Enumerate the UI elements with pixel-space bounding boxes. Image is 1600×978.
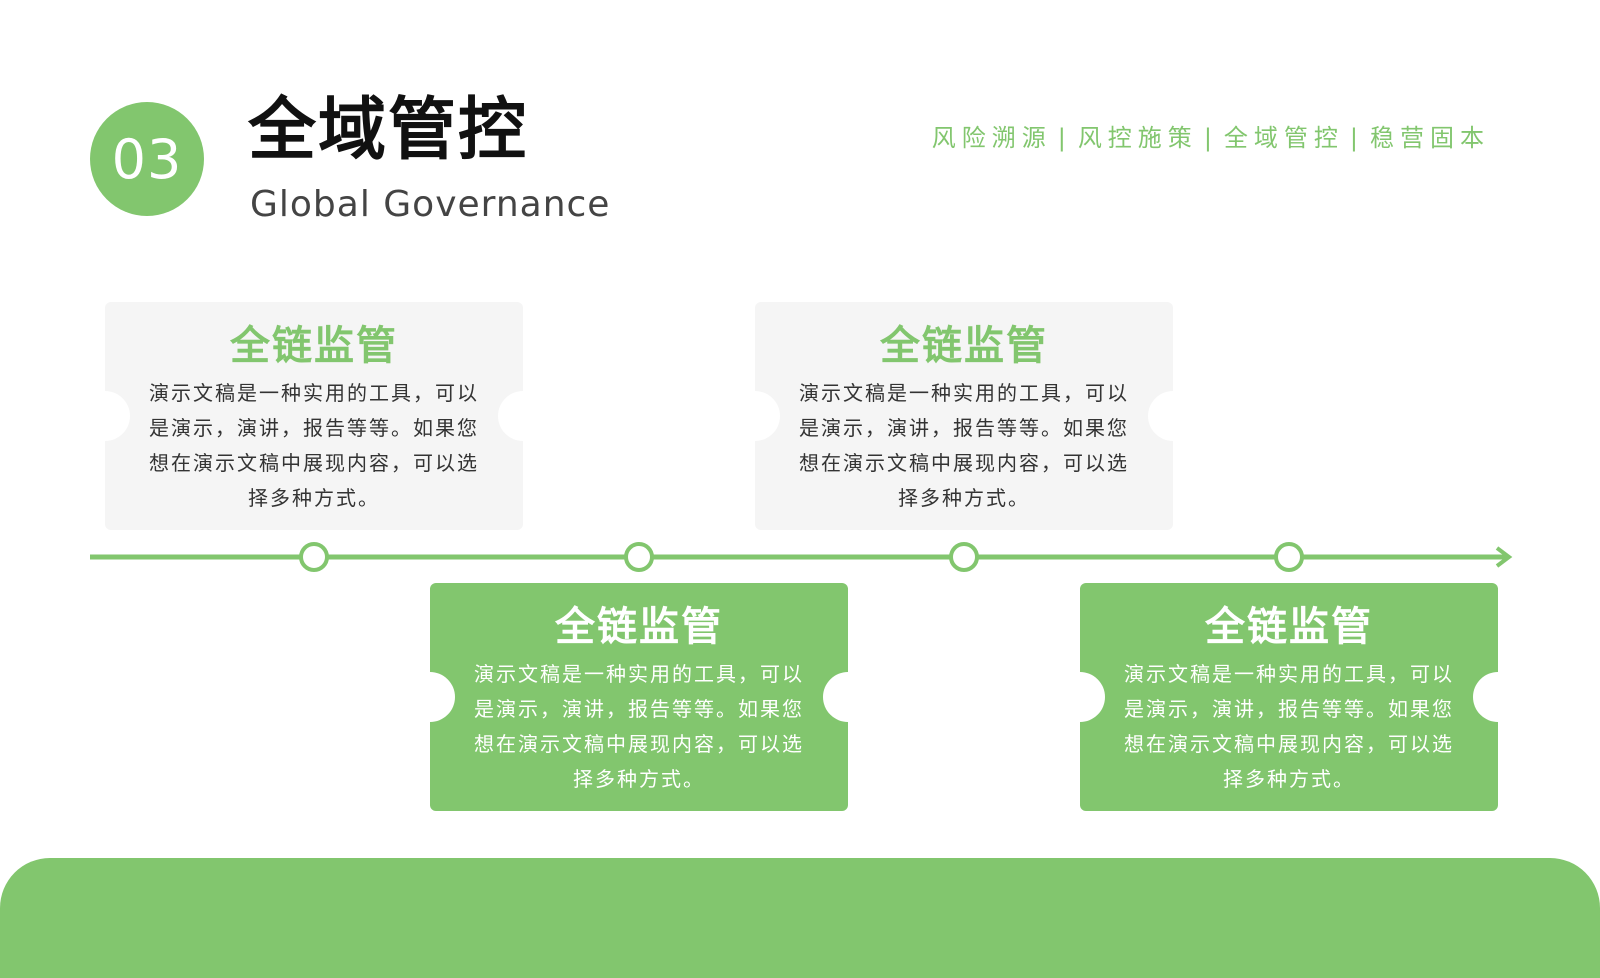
timeline-card-1: 全链监管 演示文稿是一种实用的工具，可以是演示，演讲，报告等等。如果您想在演示文… [80, 302, 548, 530]
tag-item: 风险溯源 [931, 124, 1052, 152]
card-body: 演示文稿是一种实用的工具，可以是演示，演讲，报告等等。如果您想在演示文稿中展现内… [1124, 662, 1454, 791]
tag-separator: | [1349, 124, 1364, 152]
card-body: 演示文稿是一种实用的工具，可以是演示，演讲，报告等等。如果您想在演示文稿中展现内… [799, 381, 1129, 510]
page-title: 全域管控 [248, 91, 529, 170]
card-body: 演示文稿是一种实用的工具，可以是演示，演讲，报告等等。如果您想在演示文稿中展现内… [474, 662, 804, 791]
tag-item: 全域管控 [1223, 124, 1344, 152]
card-notch [1055, 672, 1105, 722]
footer-band [0, 858, 1600, 978]
card-notch [1148, 391, 1198, 441]
tag-separator: | [1203, 124, 1218, 152]
card-body: 演示文稿是一种实用的工具，可以是演示，演讲，报告等等。如果您想在演示文稿中展现内… [149, 381, 479, 510]
timeline-card-3: 全链监管 演示文稿是一种实用的工具，可以是演示，演讲，报告等等。如果您想在演示文… [730, 302, 1198, 530]
card-title: 全链监管 [880, 323, 1048, 369]
page-subtitle: Global Governance [250, 184, 611, 225]
tag-separator: | [1057, 124, 1072, 152]
timeline-card-4: 全链监管 演示文稿是一种实用的工具，可以是演示，演讲，报告等等。如果您想在演示文… [1055, 583, 1523, 811]
card-notch [80, 391, 130, 441]
tag-item: 稳营固本 [1370, 124, 1490, 152]
card-notch [405, 672, 455, 722]
card-notch [498, 391, 548, 441]
card-notch [730, 391, 780, 441]
timeline-arrow-icon [1495, 546, 1513, 568]
card-title: 全链监管 [230, 323, 398, 369]
timeline-node [1274, 542, 1304, 572]
section-number: 03 [111, 127, 183, 191]
tagline: 风险溯源|风控施策|全域管控|稳营固本 [932, 118, 1490, 153]
card-notch [823, 672, 873, 722]
card-notch [1473, 672, 1523, 722]
card-title: 全链监管 [555, 604, 723, 650]
timeline-card-2: 全链监管 演示文稿是一种实用的工具，可以是演示，演讲，报告等等。如果您想在演示文… [405, 583, 873, 811]
tag-item: 风控施策 [1077, 124, 1198, 152]
card-title: 全链监管 [1205, 604, 1373, 650]
timeline-node [624, 542, 654, 572]
timeline [90, 542, 1513, 572]
section-number-badge: 03 [90, 102, 204, 216]
timeline-node [949, 542, 979, 572]
timeline-node [299, 542, 329, 572]
